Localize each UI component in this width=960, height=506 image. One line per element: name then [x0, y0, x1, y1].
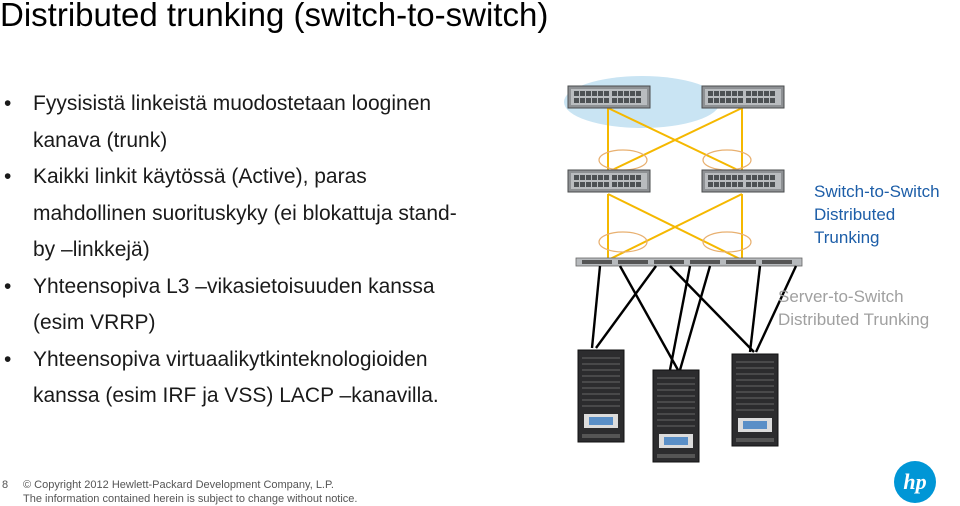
server-links — [590, 265, 798, 371]
mid-switch-left — [567, 169, 651, 193]
bullet-item: Fyysisistä linkeistä muodostetaan loogin… — [0, 86, 540, 159]
svg-text:hp: hp — [903, 469, 926, 494]
top-switch-right — [701, 85, 785, 109]
hp-logo: hp — [894, 461, 936, 503]
server-trunking-label: Server-to-Switch Distributed Trunking — [778, 287, 930, 329]
bullet-item: Yhteensopiva L3 –vikasietoisuuden kanssa… — [0, 269, 540, 342]
footer-copyright: © Copyright 2012 Hewlett-Packard Develop… — [23, 479, 358, 505]
server-2 — [652, 369, 700, 463]
access-switches — [575, 257, 803, 267]
network-diagram — [564, 76, 803, 463]
page-number: 8 — [2, 479, 9, 491]
bullet-list: Fyysisistä linkeistä muodostetaan loogin… — [0, 86, 540, 415]
bullet-item: Yhteensopiva virtuaalikytkinteknologioid… — [0, 342, 540, 415]
server-1 — [577, 349, 625, 443]
trunk-ellipses — [598, 149, 752, 253]
bullet-item: Kaikki linkit käytössä (Active), paras m… — [0, 159, 540, 269]
mid-switch-right — [701, 169, 785, 193]
switch-links — [607, 107, 743, 261]
switch-trunking-label: Switch-to-Switch Distributed Trunking — [814, 182, 940, 247]
top-switch-left — [567, 85, 651, 109]
server-3 — [731, 353, 779, 447]
slide-title: Distributed trunking (switch-to-switch) — [0, 0, 549, 33]
